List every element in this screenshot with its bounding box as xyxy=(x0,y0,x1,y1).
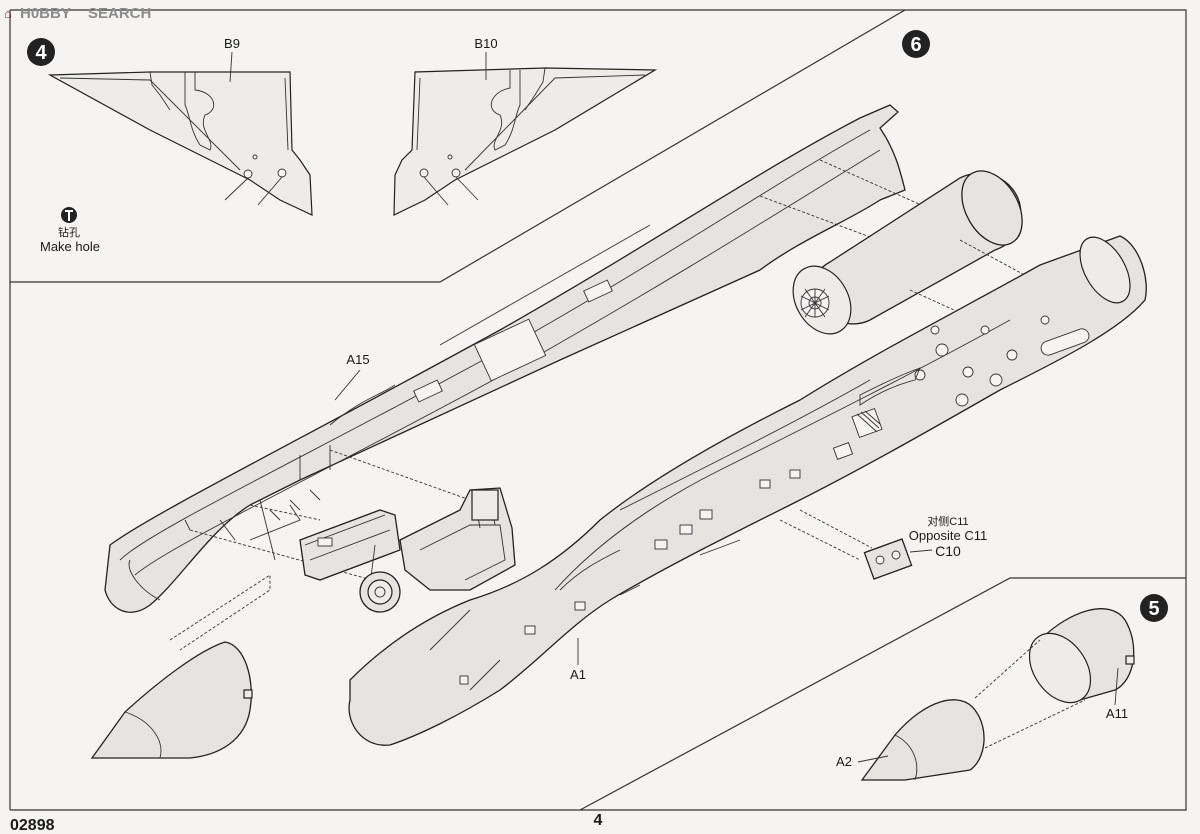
part-a15-label: A15 xyxy=(346,352,369,367)
step-6: 6 A15 xyxy=(90,30,1147,759)
part-nose-gear xyxy=(359,544,401,613)
drill-note: 钻孔 Make hole xyxy=(40,207,100,254)
part-a11-ring: A11 xyxy=(1028,608,1135,721)
part-a1-fuselage: A1 xyxy=(348,235,1147,746)
drill-note-en: Make hole xyxy=(40,239,100,254)
opposite-c11-cn: 对侧C11 xyxy=(927,514,968,528)
part-b10: B10 xyxy=(393,36,658,216)
step-4-badge: 4 xyxy=(27,38,55,66)
step-5-badge: 5 xyxy=(1140,594,1168,622)
page-frame xyxy=(9,9,1187,811)
opposite-c11-en: Opposite C11 xyxy=(909,528,988,543)
step-5-number: 5 xyxy=(1148,598,1159,620)
part-c10-label: C10 xyxy=(935,543,961,559)
page-number: 4 xyxy=(594,812,603,829)
assembly-guides-upper xyxy=(189,159,1001,586)
watermark-logo-icon: ⌂ xyxy=(4,6,12,21)
part-c10-panel: 对侧C11 Opposite C11 C10 xyxy=(779,509,988,580)
drill-note-cn: 钻孔 xyxy=(58,225,80,239)
step-6-badge: 6 xyxy=(902,30,930,58)
part-b9-label: B9 xyxy=(224,36,240,51)
watermark-text: SEARCH xyxy=(88,5,151,22)
kit-number: 02898 xyxy=(10,817,55,834)
part-a2-nose-cone: A2 xyxy=(836,639,1086,781)
part-b10-label: B10 xyxy=(474,36,497,51)
part-bay-box xyxy=(299,509,401,581)
step-4-number: 4 xyxy=(35,42,47,64)
step-5: 5 A11 A2 xyxy=(836,594,1168,781)
part-a2-label: A2 xyxy=(836,754,852,769)
part-cockpit-tub xyxy=(399,487,516,591)
footer: 02898 4 xyxy=(10,812,603,834)
part-engine-exhaust xyxy=(792,170,1081,341)
step-6-number: 6 xyxy=(910,34,921,56)
part-a11-label: A11 xyxy=(1106,706,1128,721)
drill-icon xyxy=(61,207,77,223)
step-4: 4 B9 xyxy=(27,36,658,254)
part-a15-upper-shell: A15 xyxy=(104,104,906,613)
part-nose-cone-front xyxy=(90,574,271,759)
watermark-logo: H0BBY xyxy=(20,5,71,22)
part-a1-label: A1 xyxy=(570,667,586,682)
watermark: ⌂ H0BBY SEARCH xyxy=(4,5,151,22)
part-b9: B9 xyxy=(47,36,313,216)
